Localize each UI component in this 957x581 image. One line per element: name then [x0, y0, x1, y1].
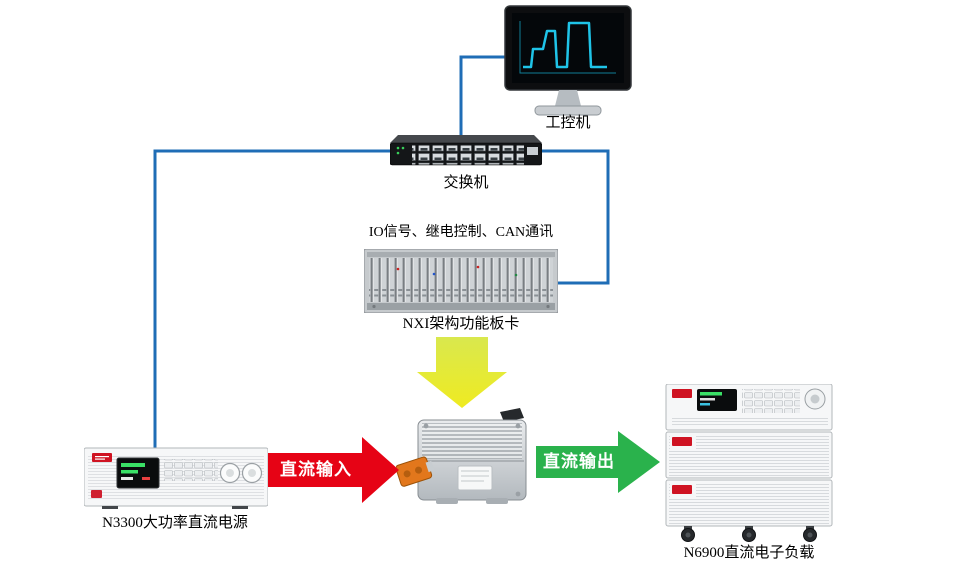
- load-brand-logo: [672, 389, 692, 398]
- rack-top-rail: [367, 252, 555, 257]
- psu-keypad: [164, 459, 218, 481]
- psu-brand-logo: [92, 453, 112, 462]
- nxi-rack-label: NXI架构功能板卡: [402, 316, 520, 332]
- load-keypad: [742, 389, 800, 413]
- load-brand-logo: [672, 485, 692, 494]
- rack-indicator: [396, 267, 400, 271]
- rack-card-slots: [369, 258, 553, 302]
- rack-indicator: [476, 265, 480, 269]
- psu-output-terminal-center: [248, 469, 256, 477]
- rack-indicator: [432, 272, 436, 276]
- dut-bolt: [515, 423, 521, 429]
- line-switch-to-power-supply: [153, 149, 391, 452]
- industrial-pc: [503, 5, 633, 138]
- psu-foot: [102, 506, 118, 509]
- load-brand-logo: [672, 437, 692, 446]
- load-display-readout: [700, 392, 722, 396]
- power-supply-label: N3300大功率直流电源: [102, 515, 248, 531]
- control-arrow-down: [417, 337, 507, 408]
- dut-fins: [422, 423, 522, 459]
- switch-top-face: [390, 135, 542, 143]
- rack-screw: [372, 304, 376, 309]
- monitor-base: [534, 105, 602, 116]
- dut-foot: [486, 498, 508, 504]
- dut-foot: [436, 498, 458, 504]
- load-knob-center: [810, 394, 820, 404]
- dut-bolt: [515, 491, 521, 497]
- rack-screw: [546, 304, 550, 309]
- load-casters: [681, 526, 817, 542]
- switch-port-block: [412, 145, 524, 165]
- switch-led: [396, 146, 400, 150]
- psu-display-readout: [121, 463, 145, 467]
- load-display-readout: [700, 403, 710, 406]
- electronic-load-label: N6900直流电子负载: [683, 545, 815, 561]
- switch-led: [401, 146, 405, 150]
- dc-input-label: 直流输入: [280, 460, 352, 480]
- dut-bracket: [500, 408, 524, 422]
- dc-output-label: 直流输出: [543, 452, 615, 472]
- network-switch: [389, 134, 543, 173]
- psu-display-readout: [121, 477, 133, 480]
- switch-led: [396, 151, 400, 155]
- industrial-pc-label: 工控机: [545, 115, 591, 131]
- dut-bolt: [423, 423, 429, 429]
- line-pc-to-switch: [459, 55, 506, 142]
- switch-uplink-port: [527, 147, 538, 155]
- power-supply-n3300: [83, 446, 269, 515]
- rack-indicator: [514, 273, 518, 277]
- dut-converter: [395, 408, 536, 513]
- monitor-neck: [555, 90, 581, 106]
- psu-output-terminal-center: [226, 469, 234, 477]
- chart-trace: [523, 21, 607, 69]
- nxi-io-caption: IO信号、继电控制、CAN通讯: [368, 225, 554, 240]
- psu-power-switch: [91, 490, 102, 498]
- nxi-rack: [363, 248, 559, 318]
- dut-orange-connector: [395, 456, 435, 487]
- psu-display-readout: [142, 477, 150, 480]
- psu-logo-mark: [95, 456, 109, 458]
- load-display-readout: [700, 398, 715, 401]
- dut-nameplate: [457, 465, 493, 491]
- network-switch-label: 交换机: [443, 175, 489, 191]
- rack-bottom-rail: [367, 303, 555, 310]
- psu-display-readout: [121, 470, 138, 474]
- electronic-load-n6900: [664, 383, 834, 547]
- load-unit1-vents: [672, 416, 828, 426]
- chart-axis: [519, 21, 616, 74]
- psu-foot: [232, 506, 248, 509]
- psu-logo-mark: [95, 458, 105, 460]
